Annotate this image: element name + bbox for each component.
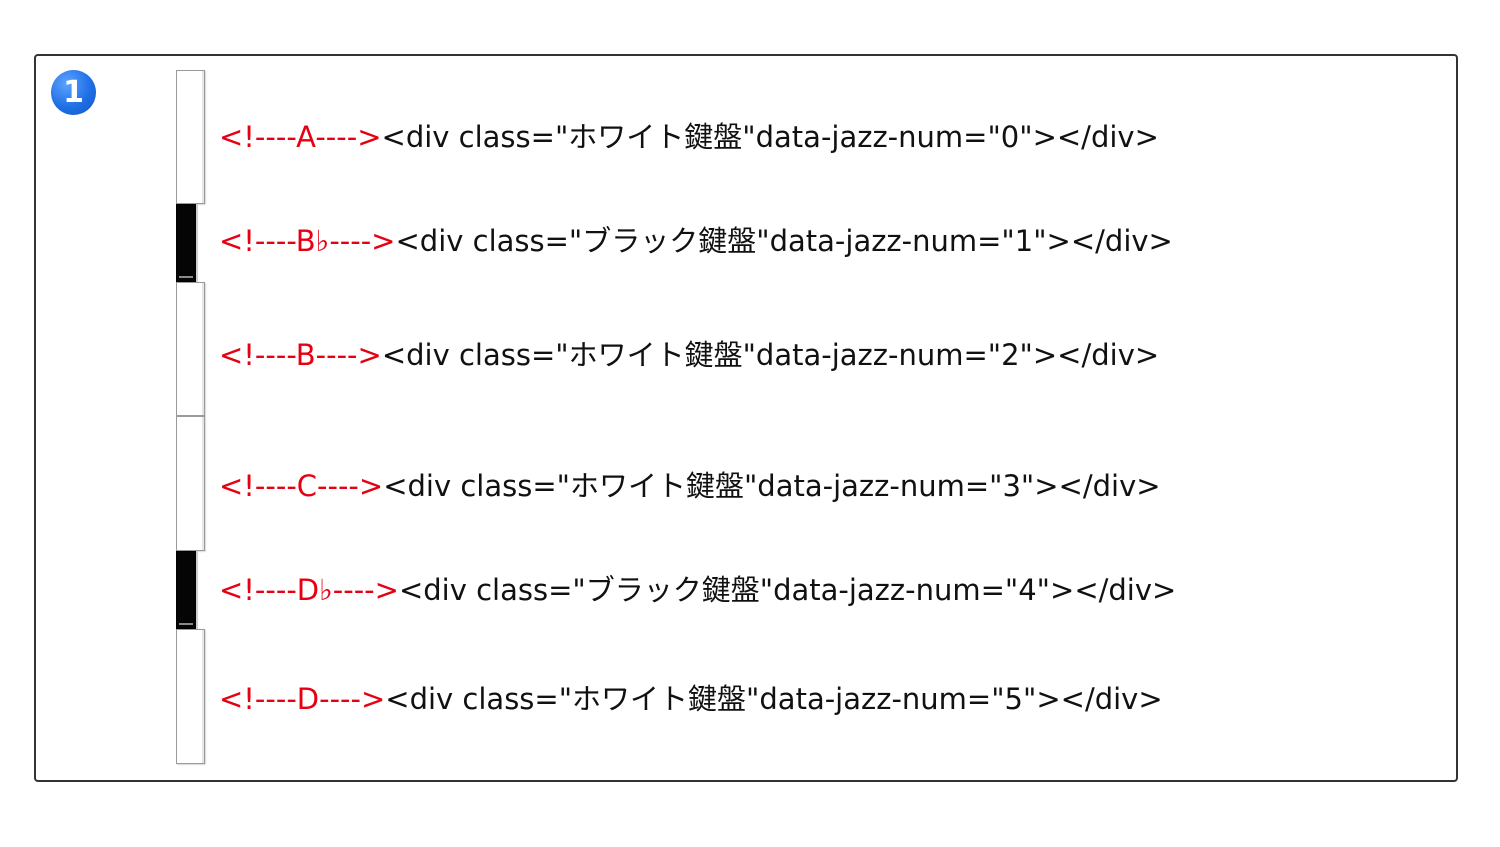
- code-div: <div class="ホワイト鍵盤"data-jazz-num="0"></d…: [381, 120, 1159, 154]
- code-comment: <!----B♭---->: [219, 224, 396, 258]
- code-line-c: <!----C----><div class="ホワイト鍵盤"data-jazz…: [219, 468, 1161, 504]
- code-div: <div class="ホワイト鍵盤"data-jazz-num="3"></d…: [383, 469, 1161, 503]
- code-line-b-flat: <!----B♭----><div class="ブラック鍵盤"data-jaz…: [219, 223, 1173, 259]
- code-comment: <!----C---->: [219, 469, 384, 503]
- code-line-d-flat: <!----D♭----><div class="ブラック鍵盤"data-jaz…: [219, 572, 1176, 608]
- code-comment: <!----D---->: [219, 682, 386, 716]
- diagram-frame: [34, 54, 1458, 782]
- code-comment: <!----D♭---->: [219, 573, 399, 607]
- code-div: <div class="ブラック鍵盤"data-jazz-num="1"></d…: [395, 224, 1173, 258]
- code-div: <div class="ブラック鍵盤"data-jazz-num="4"></d…: [398, 573, 1177, 607]
- code-comment: <!----A---->: [219, 120, 382, 154]
- step-number-badge: 1: [51, 70, 96, 115]
- code-line-d: <!----D----><div class="ホワイト鍵盤"data-jazz…: [219, 681, 1163, 717]
- code-line-a: <!----A----><div class="ホワイト鍵盤"data-jazz…: [219, 119, 1159, 155]
- code-line-b: <!----B----><div class="ホワイト鍵盤"data-jazz…: [219, 337, 1159, 373]
- code-div: <div class="ホワイト鍵盤"data-jazz-num="2"></d…: [381, 338, 1160, 372]
- code-div: <div class="ホワイト鍵盤"data-jazz-num="5"></d…: [385, 682, 1163, 716]
- code-comment: <!----B---->: [219, 338, 382, 372]
